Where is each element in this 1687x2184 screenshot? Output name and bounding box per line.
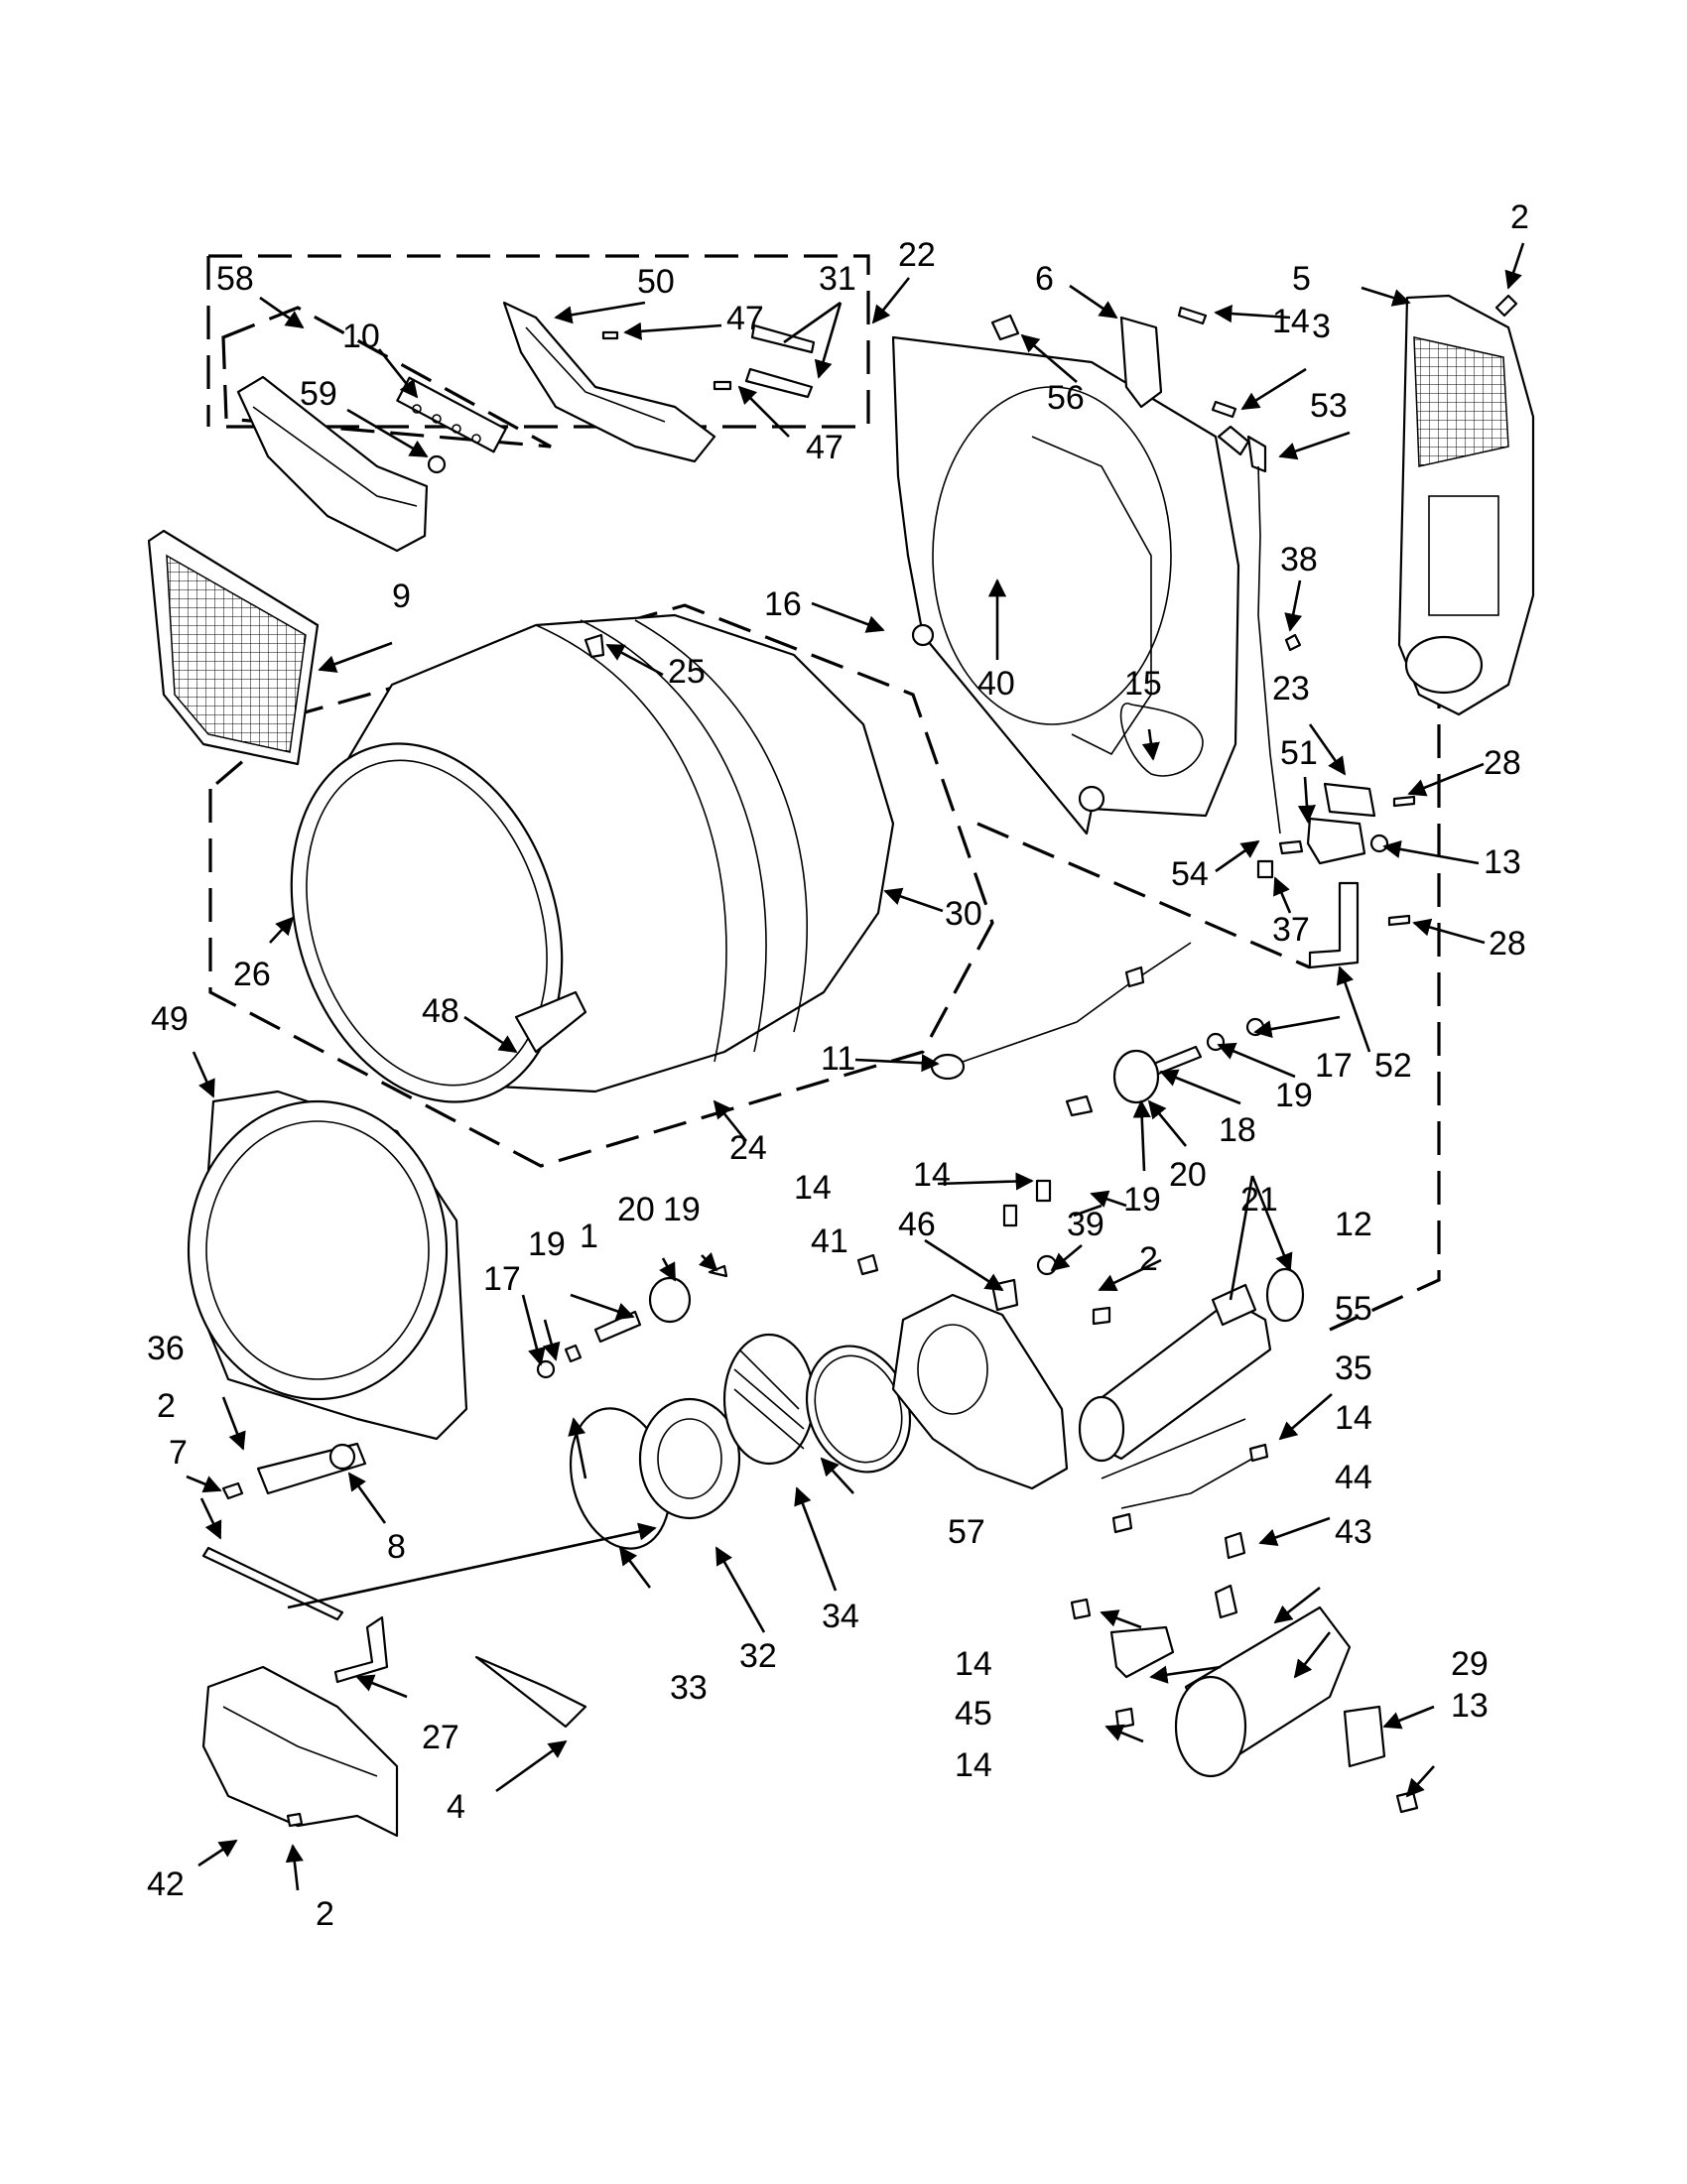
callout-58: 58 [216,260,254,298]
callout-14: 14 [955,1645,992,1683]
callout-17: 17 [483,1260,521,1298]
callout-2: 2 [157,1387,176,1425]
callout-25: 25 [668,653,706,691]
motor-bearing-parts [930,942,1265,1117]
callout-20: 20 [617,1191,655,1228]
upper-right-small-parts [990,306,1281,835]
callout-labels: 2 5 22 6 14 3 53 56 58 50 31 47 47 10 59… [147,198,1529,1933]
callout-19: 19 [1123,1181,1161,1219]
callout-44: 44 [1335,1459,1372,1496]
callout-2: 2 [1510,198,1529,236]
callout-9: 9 [392,578,411,615]
callout-53: 53 [1310,387,1348,425]
callout-14: 14 [955,1746,992,1784]
rear-bulkhead [891,335,1240,835]
callout-14: 14 [794,1169,832,1207]
blower-assembly [536,1179,1069,1550]
callout-59: 59 [300,375,337,413]
callout-51: 51 [1280,734,1318,772]
callout-37: 37 [1272,911,1310,949]
callout-29: 29 [1451,1645,1489,1683]
callout-19: 19 [528,1225,566,1263]
callout-7: 7 [169,1434,188,1472]
burner-tube [1070,1531,1419,1814]
callout-48: 48 [422,992,459,1030]
callout-47: 47 [806,429,844,466]
callout-32: 32 [739,1637,777,1675]
callout-3: 3 [1312,308,1331,345]
callout-41: 41 [811,1222,848,1260]
callout-52: 52 [1374,1047,1412,1085]
callout-46: 46 [898,1206,936,1243]
callout-26: 26 [233,956,271,993]
lint-screen [147,529,320,766]
callout-11: 11 [821,1040,855,1078]
callout-28: 28 [1484,744,1521,782]
callout-42: 42 [147,1865,185,1903]
callout-47: 47 [726,300,764,337]
callout-10: 10 [342,318,380,355]
front-bulkhead [187,1090,468,1621]
front-air-duct [201,1615,587,1838]
callout-1: 1 [580,1218,598,1255]
callout-16: 16 [764,585,802,623]
callout-4: 4 [447,1788,465,1826]
callout-15: 15 [1124,665,1162,703]
leader-lines [186,242,1525,1891]
callout-18: 18 [1219,1111,1256,1149]
callout-2: 2 [1139,1240,1158,1278]
callout-23: 23 [1272,670,1310,707]
callout-14: 14 [1272,303,1310,340]
callout-36: 36 [147,1330,185,1367]
callout-19: 19 [663,1191,701,1228]
callout-56: 56 [1047,379,1085,417]
callout-5: 5 [1292,260,1311,298]
callout-33: 33 [670,1669,708,1707]
callout-14: 14 [913,1156,951,1194]
callout-30: 30 [945,895,982,933]
callout-14: 14 [1335,1399,1372,1437]
callout-54: 54 [1171,855,1209,893]
callout-35: 35 [1335,1349,1372,1387]
callout-49: 49 [151,1000,189,1038]
callout-39: 39 [1067,1206,1104,1243]
callout-34: 34 [822,1598,859,1635]
callout-19: 19 [1275,1077,1313,1114]
callout-40: 40 [977,665,1015,703]
callout-17: 17 [1315,1047,1353,1085]
callout-27: 27 [422,1719,459,1756]
callout-2: 2 [316,1895,334,1933]
callout-8: 8 [387,1528,406,1566]
lint-screen-housing [502,301,816,463]
callout-31: 31 [819,260,856,298]
callout-45: 45 [955,1695,992,1733]
callout-21: 21 [1240,1181,1278,1219]
callout-12: 12 [1335,1206,1372,1243]
callout-20: 20 [1169,1156,1207,1194]
callout-28: 28 [1489,925,1526,963]
exhaust-duct-housing [236,375,507,553]
callout-13: 13 [1484,843,1521,881]
callout-55: 55 [1335,1290,1372,1328]
rear-duct-cover [1397,294,1535,716]
callout-6: 6 [1035,260,1054,298]
dryer-drum [290,613,895,1103]
callout-24: 24 [729,1129,767,1167]
callout-38: 38 [1280,541,1318,578]
heater-housing [1078,1267,1305,1534]
callout-57: 57 [948,1513,985,1551]
callout-50: 50 [637,263,675,301]
callout-13: 13 [1451,1687,1489,1725]
callout-22: 22 [898,236,936,274]
callout-43: 43 [1335,1513,1372,1551]
